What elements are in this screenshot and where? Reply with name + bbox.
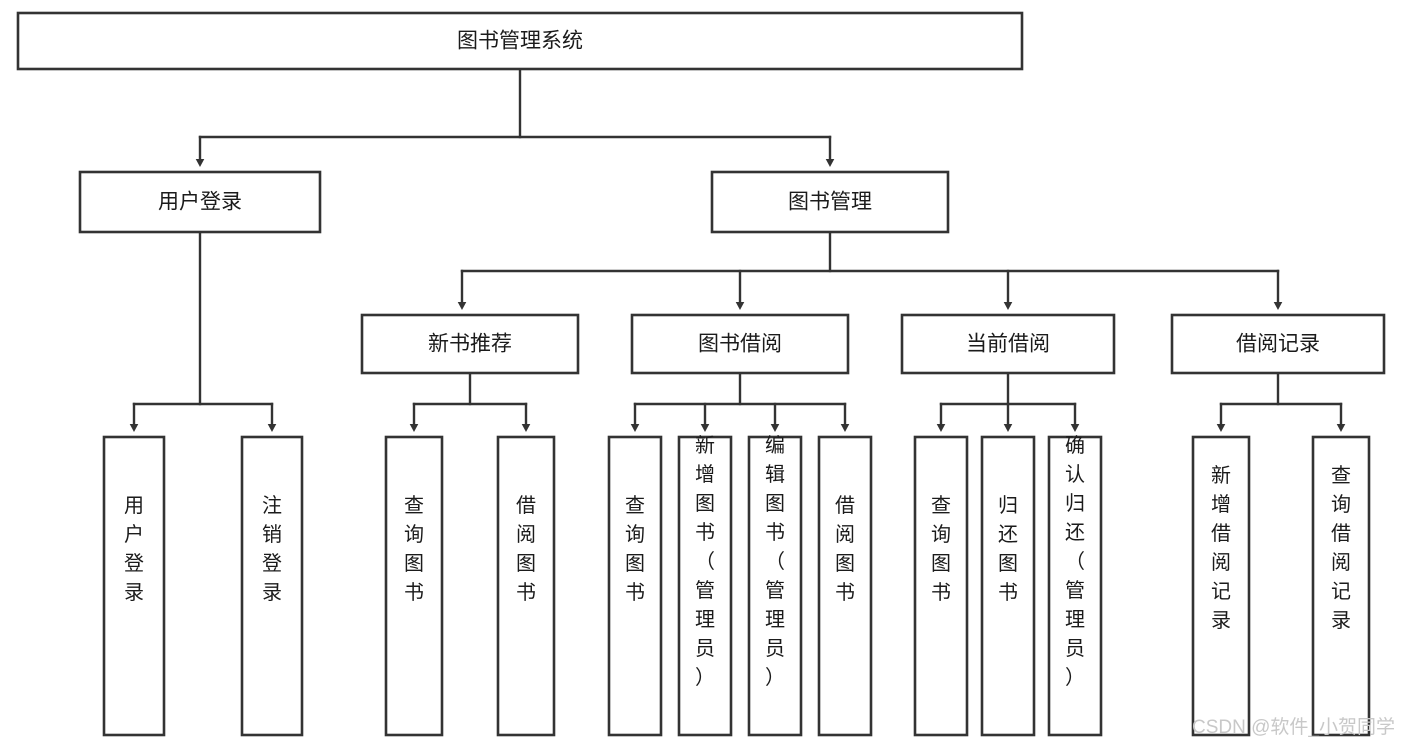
node-current-borrow[interactable]: 当前借阅	[900, 313, 1116, 375]
node-box	[360, 313, 580, 375]
node-box	[102, 435, 166, 737]
leaf-user-login-login[interactable]: 用户登录	[102, 435, 166, 737]
leaf-borrow-record-query-record[interactable]: 查询借阅记录	[1311, 435, 1371, 737]
node-label: 归还图书	[998, 494, 1018, 604]
node-label: 图书借阅	[698, 333, 782, 356]
node-box	[710, 170, 950, 234]
node-label: 借阅图书	[516, 494, 536, 604]
node-label: 图书管理	[788, 191, 872, 214]
node-label: 编辑图书（管理员）	[765, 434, 785, 689]
node-label: 用户登录	[158, 191, 242, 214]
watermark-label: CSDN @软件_小贺同学	[1192, 716, 1395, 738]
leaf-borrow-record-add-record[interactable]: 新增借阅记录	[1191, 435, 1251, 737]
node-box	[240, 435, 304, 737]
node-box	[78, 170, 322, 234]
leaf-book-borrow-borrow-book[interactable]: 借阅图书	[817, 435, 873, 737]
leaf-current-borrow-query-book[interactable]: 查询图书	[913, 435, 969, 737]
node-user-login[interactable]: 用户登录	[78, 170, 322, 234]
node-label: 查询图书	[404, 494, 424, 604]
node-new-book-recommend[interactable]: 新书推荐	[360, 313, 580, 375]
node-box	[817, 435, 873, 737]
connector-layer	[129, 67, 1346, 432]
node-box	[384, 435, 444, 737]
node-box	[1170, 313, 1386, 375]
node-box	[16, 11, 1024, 71]
node-label: 借阅图书	[835, 494, 855, 604]
leaf-new-book-query-book[interactable]: 查询图书	[384, 435, 444, 737]
node-box	[1047, 435, 1103, 737]
node-label: 当前借阅	[966, 333, 1050, 356]
leaf-user-login-logout[interactable]: 注销登录	[240, 435, 304, 737]
node-box	[1311, 435, 1371, 737]
node-box	[1191, 435, 1251, 737]
node-label: 查询借阅记录	[1331, 464, 1351, 632]
node-label: 注销登录	[262, 494, 282, 604]
node-label: 查询图书	[625, 494, 645, 604]
leaf-current-borrow-return-book[interactable]: 归还图书	[980, 435, 1036, 737]
node-label: 新增图书（管理员）	[695, 434, 715, 689]
node-box	[913, 435, 969, 737]
node-book-management[interactable]: 图书管理	[710, 170, 950, 234]
node-label: 确认归还（管理员）	[1065, 434, 1085, 689]
node-box	[630, 313, 850, 375]
node-box	[900, 313, 1116, 375]
node-box	[607, 435, 663, 737]
node-box	[980, 435, 1036, 737]
leaf-current-borrow-confirm-return-admin[interactable]: 确认归还（管理员）	[1047, 434, 1103, 737]
node-box	[677, 435, 733, 737]
node-label: 图书管理系统	[457, 30, 583, 53]
node-label: 用户登录	[124, 495, 144, 604]
node-label: 新书推荐	[428, 333, 512, 356]
node-label: 借阅记录	[1236, 333, 1320, 356]
node-borrow-record[interactable]: 借阅记录	[1170, 313, 1386, 375]
node-label: 新增借阅记录	[1211, 464, 1231, 632]
leaf-new-book-borrow-book[interactable]: 借阅图书	[496, 435, 556, 737]
node-box	[496, 435, 556, 737]
node-box	[747, 435, 803, 737]
node-book-borrow[interactable]: 图书借阅	[630, 313, 850, 375]
node-label: 查询图书	[931, 494, 951, 604]
leaf-book-borrow-add-book-admin[interactable]: 新增图书（管理员）	[677, 434, 733, 737]
leaf-book-borrow-edit-book-admin[interactable]: 编辑图书（管理员）	[747, 434, 803, 737]
node-root-book-management-system[interactable]: 图书管理系统	[16, 11, 1024, 71]
leaf-book-borrow-query-book[interactable]: 查询图书	[607, 435, 663, 737]
